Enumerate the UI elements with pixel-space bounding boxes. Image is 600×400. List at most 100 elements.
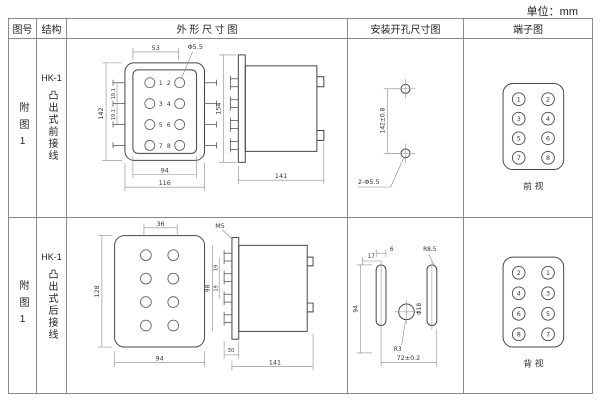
terminal-number: 8 [546, 155, 550, 162]
dim-label: 94 [156, 356, 164, 363]
header-structure: 结构 [37, 19, 67, 39]
mounting-dimlines [356, 249, 438, 367]
terminal-view-caption: 背 视 [523, 358, 544, 370]
terminal-number: 5 [159, 122, 163, 129]
outline-cell-row2: 36 128 94 [67, 218, 348, 393]
terminal-outline [502, 256, 565, 348]
header-mounting: 安装开孔尺寸图 [348, 19, 464, 39]
dim-label: 36 [157, 221, 165, 228]
dim-label: 98 [205, 284, 211, 292]
terminal-view-caption: 前 视 [523, 180, 544, 192]
terminal-number: 6 [517, 311, 521, 318]
terminal-numbers: 2 1 4 3 6 5 8 7 [517, 270, 550, 339]
outline-drawing-front-wiring: 1 2 3 4 5 6 7 8 [97, 43, 325, 192]
mounting-drawing-front-wiring: 142±0.8 2-Φ5.5 [357, 78, 416, 188]
terminal-number: 7 [546, 332, 550, 339]
dim-label: 128 [94, 285, 101, 297]
terminal-number: 1 [159, 80, 163, 87]
terminal-number: 3 [546, 291, 550, 298]
terminal-number: 3 [159, 101, 163, 108]
terminal-outline [502, 83, 565, 171]
header-outline: 外 形 尺 寸 图 [67, 19, 348, 39]
terminal-number: 2 [517, 270, 521, 277]
terminal-number: 6 [167, 122, 171, 129]
dim-label: 94 [161, 166, 169, 174]
fig-no-cell-row2: 附图1 [9, 218, 37, 393]
side-view-screws [223, 250, 232, 326]
fig-no-row2: 附图1 [17, 279, 28, 332]
header-outline-label: 外 形 尺 寸 图 [176, 25, 238, 36]
dim-label: 30 [228, 348, 235, 354]
fig-no-cell-row1: 附图1 [9, 39, 37, 218]
structure-row2: 凸出式后接线 [46, 269, 57, 341]
unit-label: 单位：mm [526, 6, 578, 18]
terminal-number: 4 [167, 101, 171, 108]
terminal-circles [511, 92, 555, 165]
front-view-dimlines [102, 47, 205, 192]
mounting-drawing-rear-wiring: 17 6 R8.5 94 Φ18 R3 72±0.2 [354, 247, 438, 367]
dim-label: 53 [152, 44, 160, 52]
terminal-number: 1 [546, 270, 550, 277]
dim-label: 19 [213, 285, 219, 291]
structure-row1: 凸出式前接线 [46, 90, 57, 162]
terminal-cell-row2: 2 1 4 3 6 5 8 7 背 视 [464, 218, 592, 393]
side-view-body [231, 237, 314, 340]
front-view-body [124, 62, 206, 161]
rear-view-body [114, 235, 206, 348]
header-mounting-label: 安装开孔尺寸图 [370, 25, 441, 36]
terminal-number: 5 [517, 136, 521, 143]
front-view-screws [112, 77, 217, 151]
model-row2: HK-1 [41, 252, 62, 262]
rear-view-dimlines [97, 223, 205, 367]
dim-label: 141 [269, 360, 281, 367]
side-view-body [237, 54, 325, 163]
terminal-number: 5 [546, 311, 550, 318]
dim-label: Φ18 [417, 303, 423, 315]
side-view-dimlines [212, 229, 314, 371]
dim-label: 72±0.2 [397, 355, 420, 362]
dim-label: 142±0.8 [380, 107, 387, 133]
header-structure-label: 结构 [41, 25, 62, 36]
model-row1: HK-1 [41, 73, 62, 83]
header-fig-no: 图号 [9, 19, 37, 39]
terminal-circles [511, 265, 555, 342]
header-terminal: 端子图 [464, 19, 592, 39]
hole-centerlines [395, 78, 416, 164]
terminal-number: 1 [517, 96, 521, 103]
terminal-number: 4 [546, 116, 550, 123]
terminal-number: 8 [167, 143, 171, 150]
terminal-number: 2 [167, 80, 171, 87]
structure-cell-row1: HK-1 凸出式前接线 [37, 39, 67, 218]
terminal-diagram-rear-view: 2 1 4 3 6 5 8 7 背 视 [502, 256, 565, 370]
dim-label: R8.5 [423, 247, 437, 253]
outline-cell-row1: 1 2 3 4 5 6 7 8 [67, 39, 348, 218]
dim-label: 141 [275, 172, 287, 180]
terminal-number: 7 [159, 143, 163, 150]
terminal-number: 6 [546, 136, 550, 143]
dim-label: 116 [159, 179, 171, 187]
header-terminal-label: 端子图 [513, 25, 543, 36]
fig-no-row1: 附图1 [17, 102, 28, 154]
dim-label: 19.1 [111, 88, 117, 99]
spec-table: 图号 结构 外 形 尺 寸 图 安装开孔尺寸图 端子图 附图1 HK-1 凸出式… [8, 18, 593, 394]
terminal-number: 2 [546, 96, 550, 103]
mounting-cell-row2: 17 6 R8.5 94 Φ18 R3 72±0.2 [348, 218, 464, 393]
side-view-screws [229, 75, 239, 153]
mounting-cell-row1: 142±0.8 2-Φ5.5 [348, 39, 464, 218]
screw-callout-label: M5 [215, 223, 225, 230]
dim-label: Φ5.5 [188, 43, 203, 51]
outline-drawing-rear-wiring: 36 128 94 [94, 221, 314, 371]
terminal-diagram-front-view: 1 2 3 4 5 6 7 8 前 视 [502, 83, 565, 192]
dim-label: 19 [213, 265, 219, 271]
structure-cell-row2: HK-1 凸出式后接线 [37, 218, 67, 393]
mounting-dimlines [357, 88, 404, 188]
header-fig-no-label: 图号 [12, 25, 33, 36]
terminal-numbers: 1 2 3 4 5 6 7 8 [517, 96, 550, 162]
dim-label: R3 [394, 347, 402, 353]
dim-label: 6 [390, 247, 394, 253]
dim-label: 154 [214, 102, 222, 114]
dim-label: 142 [97, 107, 105, 119]
hole-callout-label: 2-Φ5.5 [358, 178, 380, 186]
side-view-dimlines [219, 54, 325, 185]
